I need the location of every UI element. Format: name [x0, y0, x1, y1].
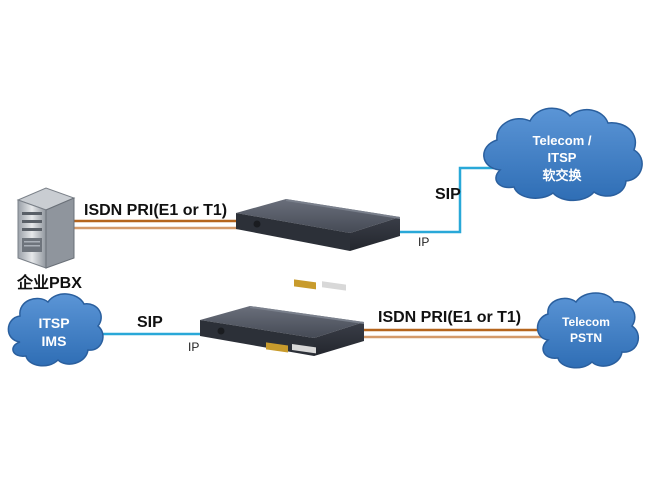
- sip-label-row2: SIP: [137, 314, 163, 331]
- cloud-telecom-itsp-softswitch: Telecom / ITSP 软交换: [483, 107, 643, 202]
- cloud-itsp-ims: ITSP IMS: [7, 293, 104, 367]
- ip-label-row2: IP: [188, 340, 199, 354]
- cloud-left-line-1: ITSP: [38, 315, 69, 331]
- ip-label-row1: IP: [418, 235, 429, 249]
- ip-link-row1: [398, 166, 495, 234]
- pbx-server-icon: [16, 187, 76, 269]
- isdn-link-row1: [70, 219, 246, 230]
- port-cluster: [294, 279, 316, 290]
- gateway-device-row1: [236, 199, 400, 291]
- gateway-device-row2: [200, 306, 364, 356]
- cloud-right-line-1: Telecom: [562, 315, 610, 329]
- cloud-telecom-pstn: Telecom PSTN: [536, 292, 640, 369]
- pbx-label: 企业PBX: [16, 273, 82, 292]
- isdn-link-row2: [362, 328, 548, 339]
- isdn-label-row2: ISDN PRI(E1 or T1): [378, 309, 521, 326]
- sip-label-row1: SIP: [435, 186, 461, 203]
- cloud-line-2: ITSP: [548, 150, 577, 165]
- isdn-label-row1: ISDN PRI(E1 or T1): [84, 202, 227, 219]
- cloud-right-line-2: PSTN: [570, 331, 602, 345]
- cloud-line-1: Telecom /: [532, 133, 591, 148]
- cloud-left-line-2: IMS: [42, 333, 67, 349]
- cloud-line-3: 软交换: [542, 168, 582, 183]
